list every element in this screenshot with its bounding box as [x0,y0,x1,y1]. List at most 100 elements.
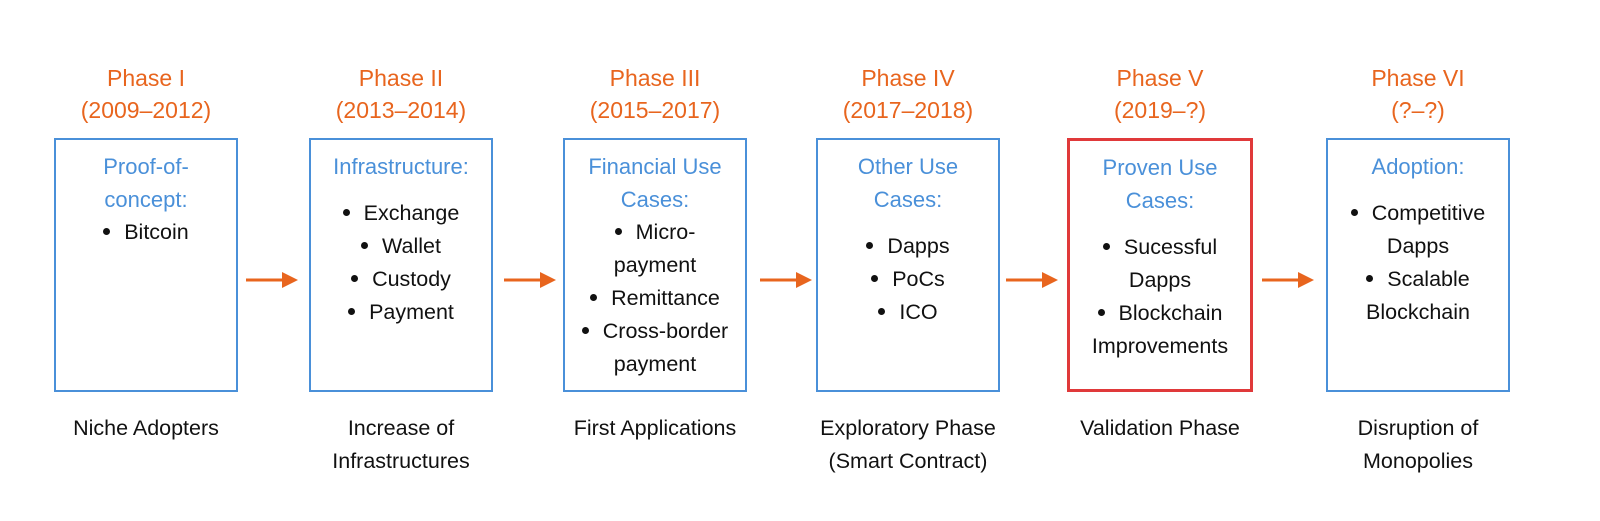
bullet-text: ICO [899,300,938,324]
box-title-line: Proven Use [1102,155,1218,180]
bullet-item: Exchange [311,197,491,230]
bullet-item: Competitive [1328,197,1508,230]
bullet-dot-icon [878,307,886,315]
caption-line: Niche Adopters [73,416,219,440]
box-title: Proof-of-concept: [56,150,236,216]
bullet-item-continuation: Dapps [1328,230,1508,263]
bullet-text: Dapps [1128,268,1192,292]
box-title-line: Cases: [620,187,690,212]
phase-name: Phase III [609,65,701,91]
phase-caption: Niche Adopters [16,412,276,445]
caption-line: First Applications [573,416,737,440]
phase-heading: Phase III(2015–2017) [525,62,785,126]
phase-years: (?–?) [1391,97,1445,123]
phase-name: Phase IV [861,65,955,91]
phase-box: Proof-of-concept:Bitcoin [54,138,238,392]
bullet-item: Custody [311,263,491,296]
bullet-dot-icon [871,274,879,282]
box-bullet-list: Bitcoin [56,216,236,249]
right-arrow-icon [246,272,298,288]
caption-line: Monopolies [1363,449,1473,473]
caption-line: (Smart Contract) [828,449,988,473]
bullet-item: Scalable [1328,263,1508,296]
bullet-text: Payment [369,300,454,324]
box-title-line: Proof-of- [103,154,189,179]
caption-line: Exploratory Phase [820,416,996,440]
box-title-line: Infrastructure: [333,154,469,179]
bullet-item: Wallet [311,230,491,263]
bullet-item-continuation: Improvements [1070,330,1250,363]
bullet-dot-icon [351,274,359,282]
phase-caption: Increase of Infrastructures [271,412,531,478]
bullet-text: Blockchain [1118,301,1223,325]
bullet-item: Remittance [565,282,745,315]
phase-heading: Phase IV (2017–2018) [778,62,1038,126]
bullet-dot-icon [342,208,350,216]
bullet-item-continuation: payment [565,348,745,381]
caption-line: Increase of [347,416,455,440]
bullet-dot-icon [1350,208,1358,216]
bullet-dot-icon [866,241,874,249]
right-arrow-icon [1262,272,1314,288]
bullet-text: Wallet [382,234,441,258]
phase-column: Phase II (2013–2014) Infrastructure: Exchan… [271,62,531,478]
bullet-text: Micro- [635,220,696,244]
box-title: Infrastructure: [311,150,491,183]
bullet-dot-icon [1102,242,1110,250]
bullet-text: Sucessful [1123,235,1218,259]
bullet-text: Blockchain [1366,300,1470,324]
bullet-text: payment [613,253,697,277]
bullet-dot-icon [614,227,622,235]
phase-years: (2019–?) [1113,97,1207,123]
box-title-line: Cases: [1125,188,1195,213]
bullet-item-continuation: Blockchain [1328,296,1508,329]
bullet-item: Blockchain [1070,297,1250,330]
bullet-dot-icon [103,227,111,235]
box-title-line: Other Use [857,154,959,179]
bullet-text: payment [613,352,697,376]
caption-line: Infrastructures [332,449,470,473]
bullet-dot-icon [1097,308,1105,316]
phase-caption: Exploratory Phase (Smart Contract) [778,412,1038,478]
phase-name: Phase I [107,65,185,91]
phase-heading: Phase VI (?–?) [1288,62,1548,126]
bullet-item: Sucessful [1070,231,1250,264]
phase-years: (2013–2014) [335,97,467,123]
phase-heading: Phase II (2013–2014) [271,62,531,126]
phase-years: (2009–2012) [80,97,212,123]
box-title-line: Adoption: [1371,154,1465,179]
phase-name: Phase II [358,65,444,91]
phase-name: Phase VI [1371,65,1465,91]
right-arrow-icon [760,272,812,288]
bullet-text: Cross-border [602,319,729,343]
phase-name: Phase V [1116,65,1204,91]
bullet-dot-icon [361,241,369,249]
phase-heading: Phase V (2019–?) [1030,62,1290,126]
phase-caption: First Applications [525,412,785,445]
bullet-item: PoCs [818,263,998,296]
bullet-text: Improvements [1091,334,1229,358]
right-arrow-icon [1006,272,1058,288]
bullet-dot-icon [590,293,598,301]
bullet-text: Dapps [887,234,950,258]
caption-line: Disruption of [1357,416,1479,440]
bullet-text: PoCs [892,267,945,291]
bullet-item: Micro- [565,216,745,249]
box-title-line: concept: [104,187,188,212]
phase-years: (2017–2018) [842,97,974,123]
bullet-dot-icon [1366,274,1374,282]
